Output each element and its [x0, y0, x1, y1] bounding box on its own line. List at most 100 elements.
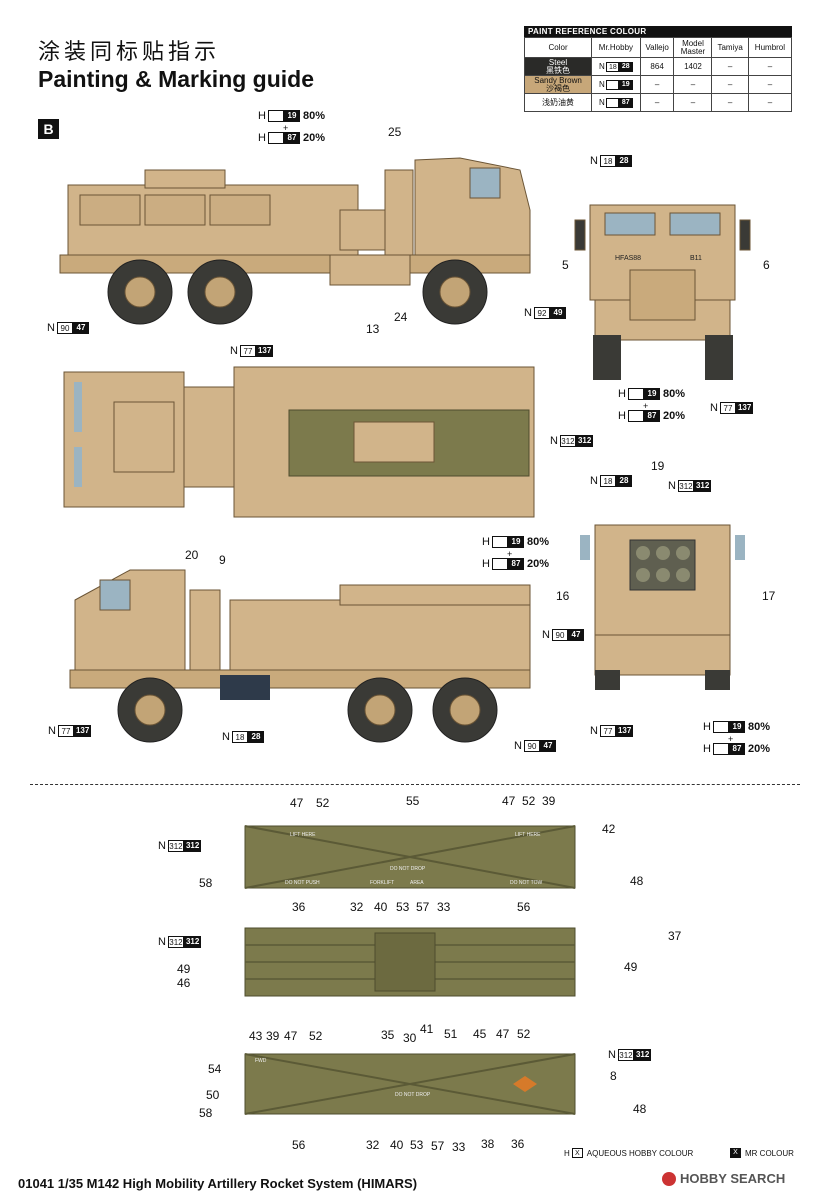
marker-number: 48: [633, 1102, 647, 1116]
vallejo-code: 864: [639, 57, 675, 76]
rocket-pod-end-illustration: [244, 927, 576, 997]
title-chinese: 涂装同标贴指示: [38, 40, 221, 65]
hobby-search-logo-icon: [662, 1171, 676, 1186]
rocket-pod-bottom-illustration: FWD DO NOT DROP: [244, 1053, 576, 1115]
swatch-cream: 浅奶油黄: [523, 93, 593, 112]
stencil-forklift: FORKLIFT: [370, 880, 394, 886]
watermark: HOBBY SEARCH: [662, 1171, 785, 1186]
humbrol-code: –: [747, 75, 793, 94]
marker-number: 33: [437, 900, 451, 914]
marker-number: 8: [610, 1069, 617, 1083]
marker-number: 49: [624, 960, 638, 974]
marker-number: 54: [208, 1062, 222, 1076]
col-tamiya: Tamiya: [711, 37, 749, 58]
stencil-do-not-drop-2: DO NOT DROP: [395, 1092, 431, 1098]
col-color: Color: [523, 37, 593, 58]
marker-number: 35: [381, 1028, 395, 1042]
col-modelmaster: Model Master: [673, 37, 713, 58]
product-title: 01041 1/35 M142 High Mobility Artillery …: [18, 1176, 418, 1191]
tamiya-code: –: [711, 57, 749, 76]
paint-reference-table: PAINT REFERENCE COLOUR Color Mr.Hobby Va…: [523, 26, 793, 112]
marker-number: 37: [668, 929, 682, 943]
modelmaster-code: –: [673, 75, 713, 94]
marker-number: 42: [602, 822, 616, 836]
marker-number: 53: [410, 1138, 424, 1152]
stencil-lift-here: LIFT HERE: [290, 832, 316, 838]
tamiya-code: –: [711, 93, 749, 112]
stencil-do-not-drop: DO NOT DROP: [390, 866, 426, 872]
marker-number: 53: [396, 900, 410, 914]
truck-side-left-illustration: [69, 569, 531, 743]
section-divider: [30, 784, 800, 785]
marker-number: 57: [416, 900, 430, 914]
marker-number: 5: [562, 258, 569, 272]
stencil-lift-here-2: LIFT HERE: [515, 832, 541, 838]
marker-number: 32: [350, 900, 364, 914]
marker-number: 25: [388, 125, 402, 139]
paint-table-header: Color Mr.Hobby Vallejo Model Master Tami…: [523, 37, 793, 58]
marker-number: 32: [366, 1138, 380, 1152]
rocket-pod-top-illustration: LIFT HERE LIFT HERE DO NOT PUSH DO NOT D…: [244, 825, 576, 889]
marker-number: 57: [431, 1139, 445, 1153]
marker-number: 47: [496, 1027, 510, 1041]
bumper-id-text: HFAS88: [615, 255, 641, 262]
plus-sign: +: [507, 549, 513, 559]
plus-sign: +: [283, 123, 289, 133]
marker-number: 24: [394, 310, 408, 324]
humbrol-code: –: [747, 93, 793, 112]
marker-number: 56: [292, 1138, 306, 1152]
truck-top-illustration: [63, 366, 535, 518]
tamiya-code: –: [711, 75, 749, 94]
stencil-area: AREA: [410, 880, 424, 886]
paint-table: Color Mr.Hobby Vallejo Model Master Tami…: [523, 37, 793, 112]
marker-number: 38: [481, 1137, 495, 1151]
marker-number: 20: [185, 548, 199, 562]
marker-number: 36: [511, 1137, 525, 1151]
marker-number: 52: [309, 1029, 323, 1043]
marker-number: 56: [517, 900, 531, 914]
marker-number: 36: [292, 900, 306, 914]
marker-number: 6: [763, 258, 770, 272]
marker-number: 40: [390, 1138, 404, 1152]
marker-number: 51: [444, 1027, 458, 1041]
marker-number: 13: [366, 322, 380, 336]
modelmaster-code: 1402: [673, 57, 713, 76]
truck-side-right-illustration: [59, 157, 531, 325]
marker-number: 41: [420, 1022, 434, 1036]
marker-number: 49: [177, 962, 191, 976]
truck-rear-illustration: [580, 524, 745, 690]
marker-number: 47: [502, 794, 516, 808]
marker-number: 17: [762, 589, 776, 603]
col-mrhobby: Mr.Hobby: [591, 37, 641, 58]
marker-number: 45: [473, 1027, 487, 1041]
col-humbrol: Humbrol: [747, 37, 793, 58]
stencil-do-not-tow: DO NOT TOW: [510, 880, 543, 886]
stencil-do-not-push: DO NOT PUSH: [285, 880, 320, 886]
marker-number: 16: [556, 589, 570, 603]
modelmaster-code: –: [673, 93, 713, 112]
marker-number: 47: [284, 1029, 298, 1043]
marker-number: 50: [206, 1088, 220, 1102]
